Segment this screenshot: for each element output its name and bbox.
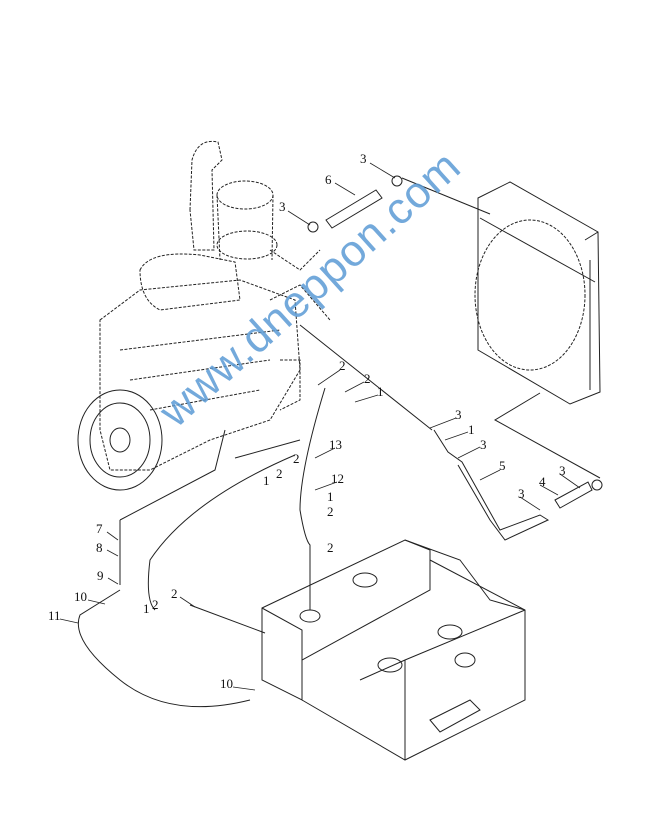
callout-10: 10 (220, 676, 233, 691)
callout-3: 3 (360, 151, 367, 166)
callout-10: 10 (74, 589, 87, 604)
callout-2: 2 (327, 504, 334, 519)
upper-hose (307, 175, 491, 233)
radiator (474, 181, 601, 405)
callout-7: 7 (96, 521, 103, 536)
fuel-lines (77, 387, 326, 708)
callout-12: 12 (331, 471, 344, 486)
callout-3: 3 (455, 407, 462, 422)
lower-hose (299, 324, 603, 541)
callout-2: 2 (276, 466, 283, 481)
callout-1: 1 (468, 422, 475, 437)
callout-6: 6 (325, 172, 332, 187)
callout-13: 13 (329, 437, 342, 452)
callout-2: 2 (364, 371, 371, 386)
fuel-tank (261, 539, 526, 761)
callout-1: 1 (327, 489, 334, 504)
callout-11: 11 (48, 608, 61, 623)
leader-lines (59, 162, 581, 691)
callout-1: 1 (143, 601, 150, 616)
callout-2: 2 (152, 597, 159, 612)
callout-3: 3 (518, 486, 525, 501)
callout-4: 4 (539, 474, 546, 489)
callout-3: 3 (279, 199, 286, 214)
callout-3: 3 (480, 437, 487, 452)
callout-1: 1 (377, 384, 384, 399)
callout-2: 2 (171, 586, 178, 601)
callout-2: 2 (327, 540, 334, 555)
callout-5: 5 (499, 458, 506, 473)
callout-2: 2 (339, 358, 346, 373)
callout-9: 9 (97, 568, 104, 583)
callout-3: 3 (559, 463, 566, 478)
callout-2: 2 (293, 451, 300, 466)
callout-8: 8 (96, 540, 103, 555)
flywheel (77, 389, 163, 491)
engine (99, 140, 331, 471)
callout-1: 1 (263, 473, 270, 488)
